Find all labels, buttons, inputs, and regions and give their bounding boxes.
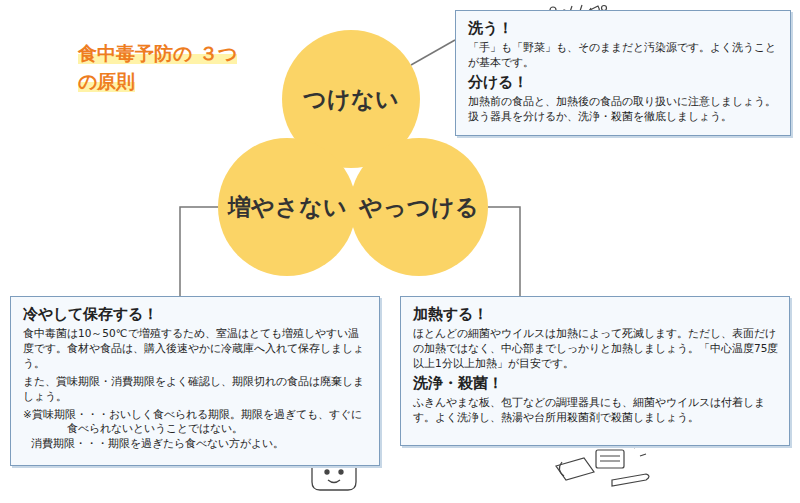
body-text: ほとんどの細菌やウイルスは加熱によって死滅します。ただし、表面だけの加熱ではなく… (413, 326, 779, 371)
body-text: 食中毒菌は10～50℃で増殖するため、室温はとても増殖しやすい温度です。食材や食… (23, 326, 369, 371)
body-text: 加熱前の食品と、加熱後の食品の取り扱いに注意しましょう。扱う器具を分けるか、洗浄… (468, 94, 780, 124)
body-text: ふきんやまな板、包丁などの調理器具にも、細菌やウイルスは付着します。よく洗浄し、… (413, 395, 779, 425)
body-text: 「手」も「野菜」も、そのままだと汚染源です。よく洗うことが基本です。 (468, 40, 780, 70)
heading-text: 洗浄・殺菌！ (413, 374, 779, 393)
body-text: また、賞味期限・消費期限をよく確認し、期限切れの食品は廃棄しましょう。 (23, 374, 369, 404)
heading-text: 加熱する！ (413, 305, 779, 324)
info-box: 冷やして保存する！ 食中毒菌は10～50℃で増殖するため、室温はとても増殖しやすい… (10, 296, 380, 466)
principle-circle: やっつける (350, 138, 488, 276)
diagram-title: 食中毒予防の ３つの原則 (78, 40, 248, 95)
body-text: 消費期限・・・期限を過ぎたら食べない方がよい。 (23, 436, 369, 451)
info-box: 洗う！ 「手」も「野菜」も、そのままだと汚染源です。よく洗うことが基本です。分ける… (455, 10, 791, 136)
connector-line (411, 40, 455, 65)
heading-text: 冷やして保存する！ (23, 305, 369, 324)
connector-line (488, 207, 520, 296)
utensils-icon (556, 440, 649, 486)
body-text: ※賞味期限・・・おいしく食べられる期限。期限を過ぎても、すぐに食べられないという… (23, 407, 369, 437)
info-box: 加熱する！ ほとんどの細菌やウイルスは加熱によって死滅します。ただし、表面だけの加… (400, 296, 790, 446)
principle-label: やっつける (359, 192, 479, 223)
connector-line (180, 207, 218, 296)
title-text: 食中毒予防の ３つの原則 (78, 42, 237, 92)
principle-label: つけない (303, 84, 399, 115)
principle-circle: 増やさない (218, 138, 356, 276)
principle-label: 増やさない (228, 192, 347, 223)
heading-text: 分ける！ (468, 73, 780, 92)
heading-text: 洗う！ (468, 19, 780, 38)
